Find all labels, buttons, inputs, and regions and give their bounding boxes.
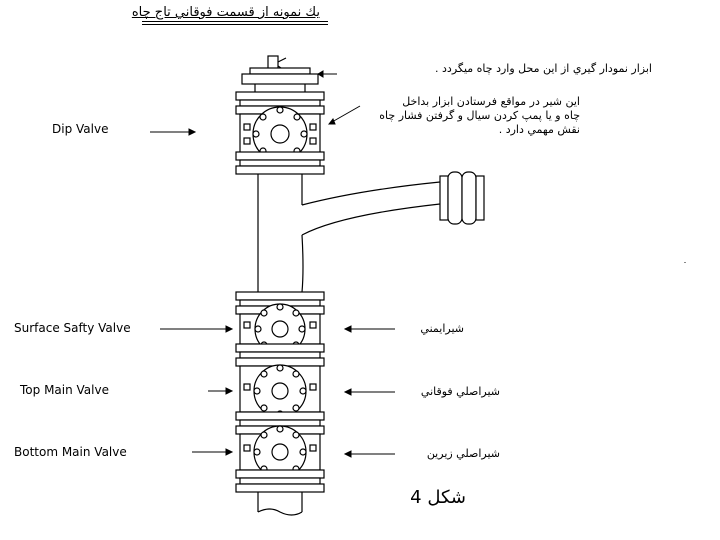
flange-ssv-bottom [235,343,325,367]
note-dip-line-1: اين شير در مواقع فرستادن ابزار بداخل [402,95,580,108]
note-safety-valve: شيرايمني [420,322,464,335]
tee-body [257,171,485,293]
note-tool-entry: ابزار نمودار گيري از اين محل وارد چاه مي… [435,62,652,75]
label-bottom-main-valve: Bottom Main Valve [14,445,127,459]
title-underline-1 [142,21,328,22]
callout-arrows [150,70,395,458]
note-dip-line-2: چاه و يا پمپ كردن سيال و گرفتن فشار چاه [379,109,580,122]
label-top-main-valve: Top Main Valve [20,383,109,397]
lubricator-top [241,55,319,92]
note-dip-line-3: نقش مهمي دارد . [498,123,580,136]
figure-caption: شكل 4 [410,487,466,508]
note-top-main-valve: شيراصلي فوقاني [420,385,500,398]
label-surface-safety-valve: Surface Safty Valve [14,321,131,335]
dip-valve-body [239,106,321,162]
bottom-main-valve-body [239,425,321,479]
note-bottom-main-valve: شيراصلي زيرين [426,447,500,460]
flange-middle [235,151,325,175]
top-main-valve-body [239,364,321,418]
title-underline-2 [142,24,328,25]
flange-bottom [235,469,325,493]
stray-mark [684,262,686,263]
casing-bottom [257,492,303,516]
label-dip-valve: Dip Valve [52,122,109,136]
surface-safety-valve-body [239,303,321,355]
figure-title: يك نمونه از قسمت فوقاني تاج چاه [131,5,320,20]
